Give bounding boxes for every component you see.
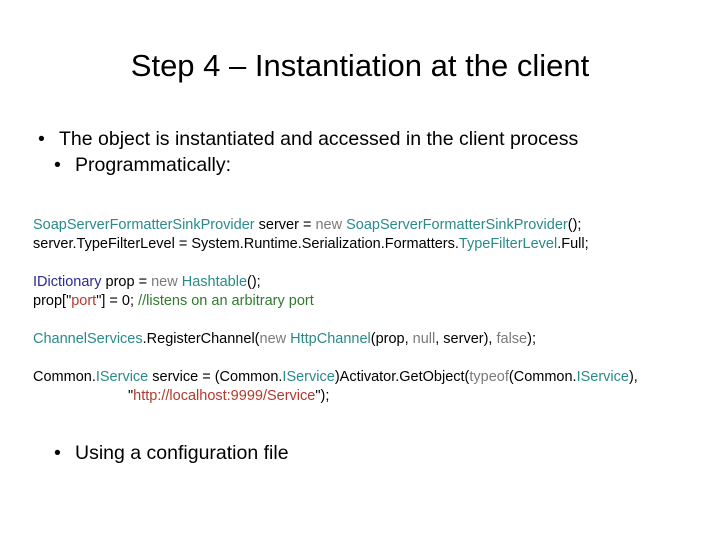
code-token: false: [496, 331, 528, 347]
block-soap-provider: SoapServerFormatterSinkProvider server =…: [33, 216, 713, 254]
list-item: • Using a configuration file: [54, 440, 674, 466]
code-token: ChannelServices: [33, 331, 143, 347]
code-token: .Full;: [557, 236, 589, 252]
code-line-7: "http://localhost:9999/Service");: [33, 387, 713, 406]
code-token: server =: [254, 217, 316, 233]
code-token: ] = 0;: [101, 293, 139, 309]
bullet-marker-icon: •: [54, 154, 61, 176]
code-block-spacer: [33, 311, 713, 330]
code-token: ();: [567, 217, 582, 233]
code-token: IService: [576, 369, 629, 385]
code-token: .RegisterChannel(: [142, 331, 260, 347]
code-token: Hashtable: [181, 274, 248, 290]
code-token: //listens on an arbitrary port: [138, 293, 314, 309]
code-token: IDictionary: [33, 274, 102, 290]
code-token: port: [71, 293, 97, 309]
code-token: TypeFilterLevel: [458, 236, 558, 252]
code-token: service = (Common.: [148, 369, 283, 385]
code-line-5: ChannelServices.RegisterChannel(new Http…: [33, 330, 713, 349]
code-token: IService: [95, 369, 149, 385]
code-token: ();: [247, 274, 261, 290]
code-token: Common.: [33, 369, 96, 385]
code-token: http://localhost:9999/Service: [133, 388, 316, 404]
code-token: ": [315, 388, 321, 404]
code-token: , server),: [435, 331, 497, 347]
bullet-list-bottom: • Using a configuration file: [54, 440, 674, 466]
code-token: null: [412, 331, 436, 347]
bullet-text: Using a configuration file: [75, 442, 289, 464]
code-token: typeof: [469, 369, 509, 385]
code-token: prop =: [101, 274, 152, 290]
bullet-text: The object is instantiated and accessed …: [59, 128, 579, 150]
bullet-marker-icon: •: [38, 128, 45, 150]
code-block: SoapServerFormatterSinkProvider server =…: [33, 216, 713, 406]
block-idictionary: IDictionary prop = new Hashtable();prop[…: [33, 273, 713, 311]
code-token: ),: [628, 369, 638, 385]
list-item: • The object is instantiated and accesse…: [38, 126, 678, 152]
code-token: (prop,: [370, 331, 413, 347]
code-line-2: server.TypeFilterLevel = System.Runtime.…: [33, 235, 713, 254]
code-token: new: [151, 274, 178, 290]
code-token: HttpChannel: [290, 331, 371, 347]
code-token: ": [128, 388, 134, 404]
code-token: server.TypeFilterLevel = System.Runtime.…: [33, 236, 459, 252]
code-token: SoapServerFormatterSinkProvider: [346, 217, 568, 233]
code-token: new: [315, 217, 343, 233]
code-token: prop[: [33, 293, 67, 309]
block-channel-services: ChannelServices.RegisterChannel(new Http…: [33, 330, 713, 349]
code-block-spacer: [33, 349, 713, 368]
code-line-3: IDictionary prop = new Hashtable();: [33, 273, 713, 292]
code-token: ": [66, 293, 72, 309]
code-token: new: [259, 331, 287, 347]
bullet-list-top: • The object is instantiated and accesse…: [38, 126, 678, 178]
code-line-1: SoapServerFormatterSinkProvider server =…: [33, 216, 713, 235]
code-line-4: prop["port"] = 0; //listens on an arbitr…: [33, 292, 713, 311]
code-token: ": [96, 293, 102, 309]
block-activator: Common.IService service = (Common.IServi…: [33, 368, 713, 406]
code-block-spacer: [33, 254, 713, 273]
code-token: );: [527, 331, 536, 347]
code-token: );: [320, 388, 330, 404]
bullet-text: Programmatically:: [75, 154, 232, 176]
code-token: )Activator.GetObject(: [334, 369, 470, 385]
bullet-marker-icon: •: [54, 442, 61, 464]
code-line-6: Common.IService service = (Common.IServi…: [33, 368, 713, 387]
code-token: IService: [282, 369, 335, 385]
slide-title: Step 4 – Instantiation at the client: [130, 48, 590, 83]
list-item: • Programmatically:: [38, 152, 678, 178]
code-token: (Common.: [508, 369, 577, 385]
code-token: SoapServerFormatterSinkProvider: [33, 217, 255, 233]
